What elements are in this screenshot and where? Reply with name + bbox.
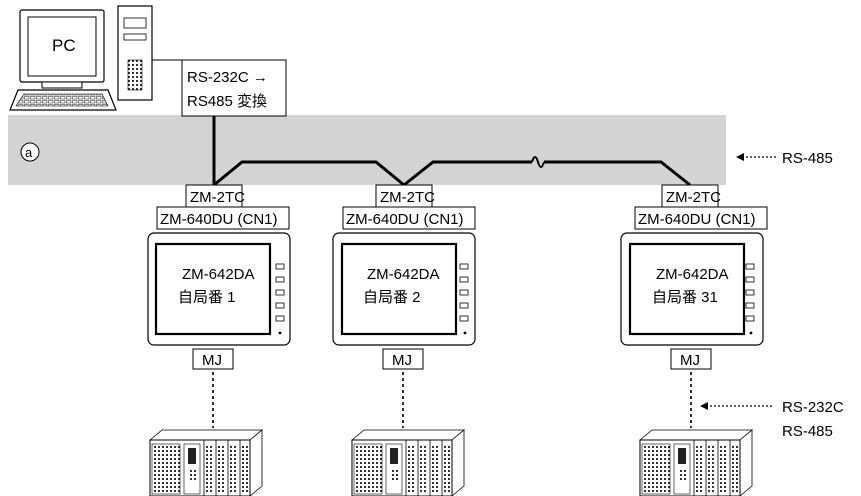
unit-label-box — [342, 206, 476, 230]
hmi-screen — [628, 242, 746, 336]
plc-link-line1: RS-232C — [782, 399, 844, 416]
terminal-label: ZM-2TC — [190, 189, 245, 206]
station-31: ZM-2TC ZM-640DU (CN1) ZM-642DA 自局番 31 MJ — [620, 184, 768, 428]
mj-port-label: MJ — [680, 352, 700, 369]
converter-box — [181, 59, 287, 117]
plc-link-line2: RS-485 — [782, 423, 833, 440]
marker-a — [20, 142, 40, 162]
mj-port-box — [670, 348, 712, 370]
arrow-left-icon — [700, 402, 708, 410]
mj-port-label: MJ — [202, 352, 222, 369]
terminal-label: ZM-2TC — [380, 189, 435, 206]
hmi-screen — [154, 242, 272, 336]
rs485-band — [8, 115, 726, 185]
converter-line1: RS-232C → — [187, 69, 268, 86]
plc-icon — [350, 429, 466, 496]
pc-icon — [9, 5, 182, 111]
rs485-bus — [212, 116, 691, 187]
station-label: 自局番 2 — [363, 289, 421, 306]
unit-label: ZM-640DU (CN1) — [160, 211, 278, 228]
rs485-label: RS-485 — [782, 150, 833, 167]
unit-label: ZM-640DU (CN1) — [638, 211, 756, 228]
terminal-label: ZM-2TC — [666, 189, 721, 206]
model-label: ZM-642DA — [656, 266, 729, 283]
model-label: ZM-642DA — [367, 266, 440, 283]
arrow-left-icon — [736, 153, 744, 161]
unit-label-box — [634, 206, 768, 230]
unit-label-box — [156, 206, 290, 230]
model-label: ZM-642DA — [182, 266, 255, 283]
mj-port-box — [192, 348, 234, 370]
mj-port-box — [382, 348, 424, 370]
hmi-screen — [340, 242, 458, 336]
station-2: ZM-2TC ZM-640DU (CN1) ZM-642DA 自局番 2 MJ — [332, 184, 476, 428]
mj-port-label: MJ — [392, 352, 412, 369]
pc-label: PC — [52, 36, 76, 55]
converter-line2: RS485 変換 — [187, 93, 267, 110]
station-label: 自局番 31 — [652, 289, 718, 306]
plc-icon — [148, 429, 264, 496]
marker-a-label: a — [25, 145, 33, 160]
plc-icon — [638, 429, 754, 496]
unit-label: ZM-640DU (CN1) — [346, 211, 464, 228]
station-label: 自局番 1 — [178, 289, 236, 306]
station-1: ZM-2TC ZM-640DU (CN1) ZM-642DA 自局番 1 MJ — [147, 184, 291, 428]
